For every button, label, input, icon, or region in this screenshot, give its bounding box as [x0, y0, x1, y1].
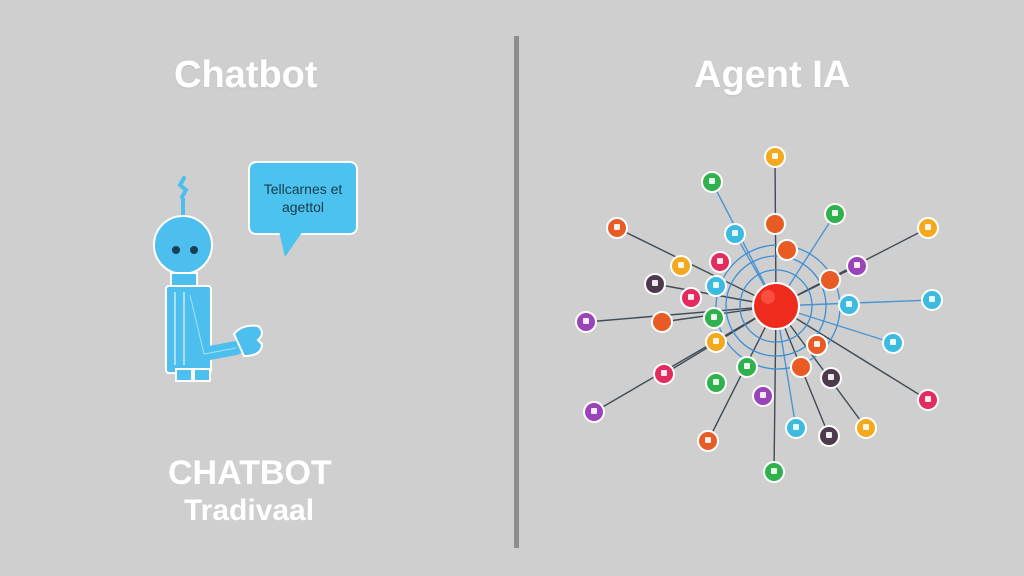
speech-bubble-line-1: Tellcarnes et [263, 181, 343, 197]
speech-bubble-line-2: agettol [281, 199, 325, 215]
network-node-icon [583, 153, 935, 474]
robot-icon [153, 176, 264, 382]
panel-divider [514, 36, 519, 548]
hub-icon [752, 282, 800, 330]
agent-ia-title: Agent IA [694, 54, 851, 96]
speech-bubble: Tellcarnes et agettol [248, 161, 358, 235]
chatbot-title: Chatbot [174, 54, 318, 96]
speech-bubble-tail [279, 231, 303, 257]
chatbot-caption-line-1: CHATBOT [168, 454, 332, 492]
chatbot-caption-line-2: Tradivaal [184, 494, 315, 527]
